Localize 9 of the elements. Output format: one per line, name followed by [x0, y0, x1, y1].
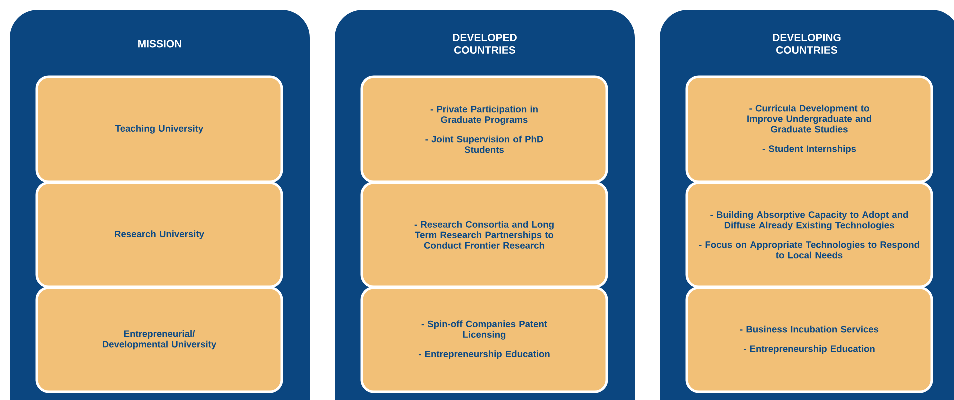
text-box: - Curricula Development to Improve Undergraduate and Graduate Studies - Student Internships	[686, 76, 934, 184]
text-box: - Business Incubation Services - Entrepreneurship Education	[686, 286, 934, 394]
text-box: - Building Absorptive Capacity to Adopt and Diffuse Already Existing Technologies - Focus on Appropriate Technologies to Respond to Local Needs	[686, 182, 934, 288]
text-box: - Research Consortia and Long Term Research Partnerships to Conduct Frontier Research	[360, 182, 608, 288]
text-box: Entrepreneurial/ Developmental University	[36, 286, 284, 394]
text-box: Teaching University	[36, 76, 284, 184]
text-box: - Private Participation in Graduate Programs - Joint Supervision of PhD Students	[360, 76, 608, 184]
text-box: - Spin-off Companies Patent Licensing - Entrepreneurship Education	[360, 286, 608, 394]
text-box: Research University	[36, 182, 284, 288]
